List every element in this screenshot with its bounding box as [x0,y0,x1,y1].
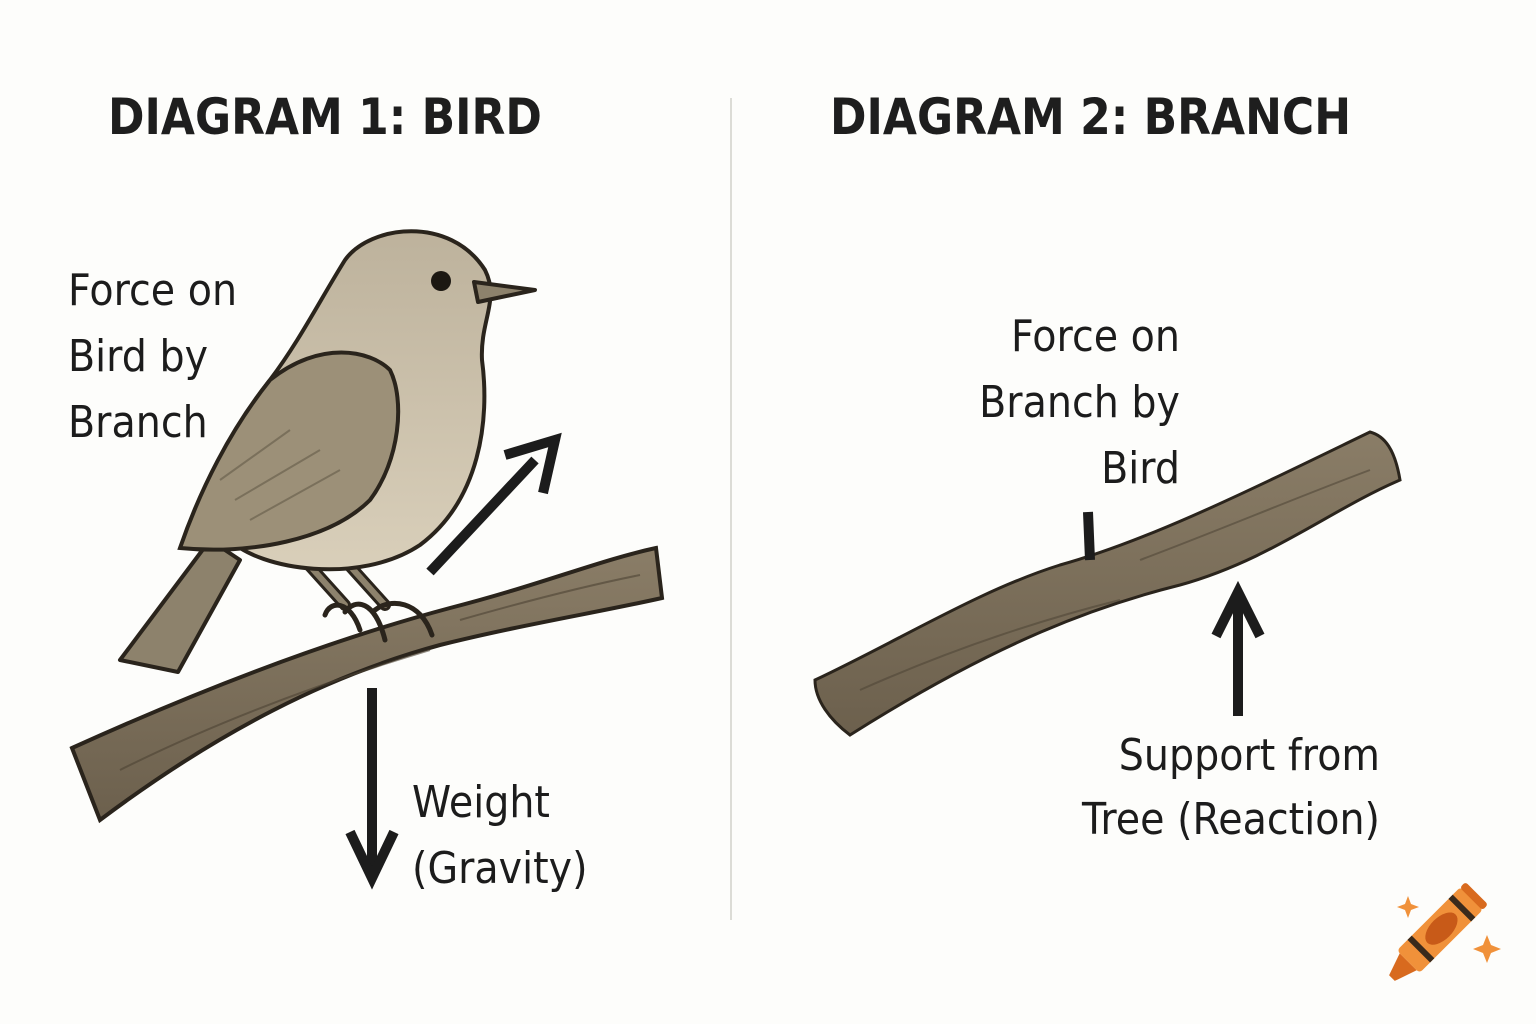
branch-2 [813,430,1402,737]
sparkle-icon [1397,896,1419,918]
sparkle-icon [1473,935,1501,963]
label-line: Branch [68,397,208,448]
label-line: Support from [1118,730,1380,781]
label-line: (Gravity) [412,843,588,894]
label-force-on-branch-by-bird: Force on Branch by Bird [919,304,1180,502]
label-force-on-bird-by-branch: Force on Bird by Branch [68,258,237,456]
arrow-force-on-bird-icon [426,432,562,576]
panel-divider [730,98,732,920]
arrow-force-on-branch-icon [1083,511,1095,561]
diagram-2-title: DIAGRAM 2: BRANCH [830,88,1352,146]
arrow-support-icon [1211,580,1265,716]
branch-1 [69,545,665,824]
label-line: Bird by [68,331,209,382]
label-line: Tree (Reaction) [1082,794,1380,845]
label-line: Force on [1010,311,1180,362]
label-line: Branch by [979,377,1180,428]
label-line: Weight [412,777,550,828]
crayon-icon [1389,883,1487,981]
label-line: Force on [68,265,238,316]
label-support-from-tree: Support from Tree (Reaction) [1038,724,1380,852]
label-line: Bird [1101,443,1180,494]
bird-illustration [118,229,537,674]
label-weight-gravity: Weight (Gravity) [412,770,588,902]
arrow-weight-icon [345,688,399,890]
diagram-1-title: DIAGRAM 1: BIRD [108,88,542,146]
